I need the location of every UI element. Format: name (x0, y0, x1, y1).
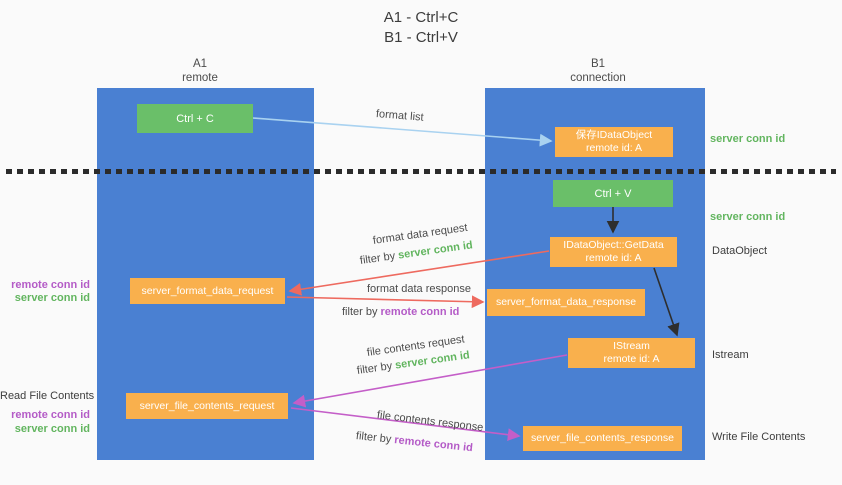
annotation-server-conn-id-1: server conn id (14, 292, 90, 304)
node-save-dataobject-line1: 保存IDataObject (575, 129, 653, 141)
node-server-file-contents-response: server_file_contents_response (523, 426, 682, 451)
filter-prefix-1: filter by (359, 250, 396, 267)
annotation-dataobject: DataObject (712, 245, 768, 257)
filter-key-remote-conn-2: remote conn id (393, 434, 474, 455)
node-server-format-data-request: server_format_data_request (130, 278, 285, 304)
annotation-read-file-contents: Read File Contents (0, 390, 95, 402)
node-format-response-label: server_format_data_response (495, 296, 637, 308)
edge-label-format-data-response: format data response (367, 283, 471, 295)
annotation-server-conn-id-top: server conn id (710, 133, 786, 145)
filter-key-server-conn-1: server conn id (397, 239, 474, 262)
node-istream-line2: remote id: A (603, 353, 660, 365)
node-getdata-line1: IDataObject::GetData (563, 239, 664, 251)
node-server-file-contents-request: server_file_contents_request (126, 393, 288, 419)
node-getdata-line2: remote id: A (585, 252, 642, 264)
edge-label-format-list: format list (375, 108, 425, 124)
filter-prefix-4: filter by (355, 430, 392, 446)
node-format-request-label: server_format_data_request (141, 284, 274, 297)
annotation-server-conn-id-mid: server conn id (710, 211, 786, 223)
node-istream: IStream remote id: A (568, 338, 695, 368)
diagram-title: A1 - Ctrl+C B1 - Ctrl+V (0, 8, 842, 48)
title-line-2: B1 - Ctrl+V (384, 29, 458, 46)
annotation-write-file-contents: Write File Contents (712, 431, 806, 443)
node-istream-line1: IStream (613, 340, 650, 352)
annotation-server-conn-id-2: server conn id (14, 423, 90, 435)
filter-key-remote-conn-1: remote conn id (380, 306, 460, 318)
node-save-dataobject: 保存IDataObject remote id: A (555, 127, 673, 157)
annotation-remote-conn-id-1: remote conn id (11, 279, 90, 291)
lane-a1-name: A1 (192, 58, 208, 70)
lane-header-b1: B1 connection (538, 57, 658, 85)
filter-prefix-2: filter by (342, 306, 378, 318)
section-divider (6, 169, 836, 174)
node-ctrl-c-label: Ctrl + C (176, 112, 214, 125)
filter-prefix-3: filter by (356, 360, 393, 377)
lane-a1-role: remote (182, 72, 218, 84)
node-file-request-label: server_file_contents_request (139, 399, 275, 412)
node-ctrl-v: Ctrl + V (553, 180, 673, 207)
edge-label-file-contents-response: file contents response (376, 409, 484, 434)
edge-label-filter-remote-conn-1: filter by remote conn id (342, 306, 459, 318)
node-save-dataobject-line2: remote id: A (585, 142, 643, 154)
edge-format-data-response (286, 295, 485, 309)
node-ctrl-v-label: Ctrl + V (594, 187, 632, 200)
node-file-response-label: server_file_contents_response (530, 432, 674, 444)
annotation-remote-conn-id-2: remote conn id (11, 409, 90, 421)
lane-b1-name: B1 (590, 58, 606, 70)
annotation-istream: Istream (712, 349, 749, 361)
node-server-format-data-response: server_format_data_response (487, 289, 645, 316)
title-line-1: A1 - Ctrl+C (383, 9, 459, 26)
node-ctrl-c: Ctrl + C (137, 104, 253, 133)
node-idataobject-getdata: IDataObject::GetData remote id: A (550, 237, 677, 267)
lane-b1-role: connection (570, 72, 626, 84)
edge-label-filter-remote-conn-2: filter by remote conn id (355, 430, 473, 454)
lane-header-a1: A1 remote (140, 57, 260, 85)
